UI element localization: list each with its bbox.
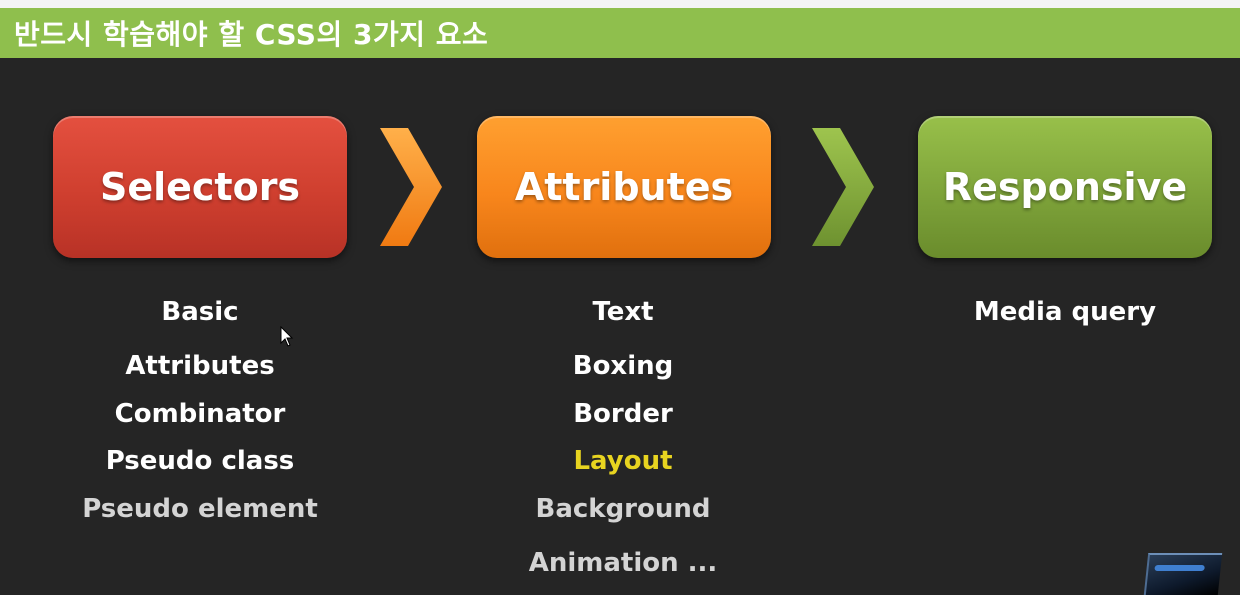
selectors-box-label: Selectors <box>99 165 301 209</box>
title-bar: 반드시 학습해야 할 CSS의 3가지 요소 <box>0 8 1240 58</box>
responsive-item-media-query: Media query <box>973 297 1157 327</box>
attributes-item-boxing: Boxing <box>572 351 674 381</box>
attributes-box-label: Attributes <box>514 165 734 209</box>
attributes-item-text: Text <box>592 297 654 327</box>
corner-logo-icon <box>1143 553 1223 595</box>
selectors-item-basic: Basic <box>161 297 239 327</box>
selectors-item-pseudo-element: Pseudo element <box>82 494 318 524</box>
selectors-item-attributes: Attributes <box>125 351 275 381</box>
chevron-right-orange-icon <box>380 128 442 246</box>
slide-title: 반드시 학습해야 할 CSS의 3가지 요소 <box>14 18 489 51</box>
top-strip <box>0 0 1240 8</box>
selectors-box: Selectors <box>53 116 347 258</box>
attributes-item-layout: Layout <box>573 446 673 476</box>
responsive-box: Responsive <box>918 116 1212 258</box>
selectors-item-combinator: Combinator <box>114 399 286 429</box>
mouse-pointer-icon <box>280 326 294 347</box>
chevron-right-green-icon <box>812 128 874 246</box>
attributes-item-background: Background <box>535 494 711 524</box>
attributes-item-animation: Animation ... <box>528 548 718 578</box>
responsive-box-label: Responsive <box>942 165 1188 209</box>
attributes-box: Attributes <box>477 116 771 258</box>
attributes-item-border: Border <box>573 399 673 429</box>
selectors-item-pseudo-class: Pseudo class <box>105 446 295 476</box>
